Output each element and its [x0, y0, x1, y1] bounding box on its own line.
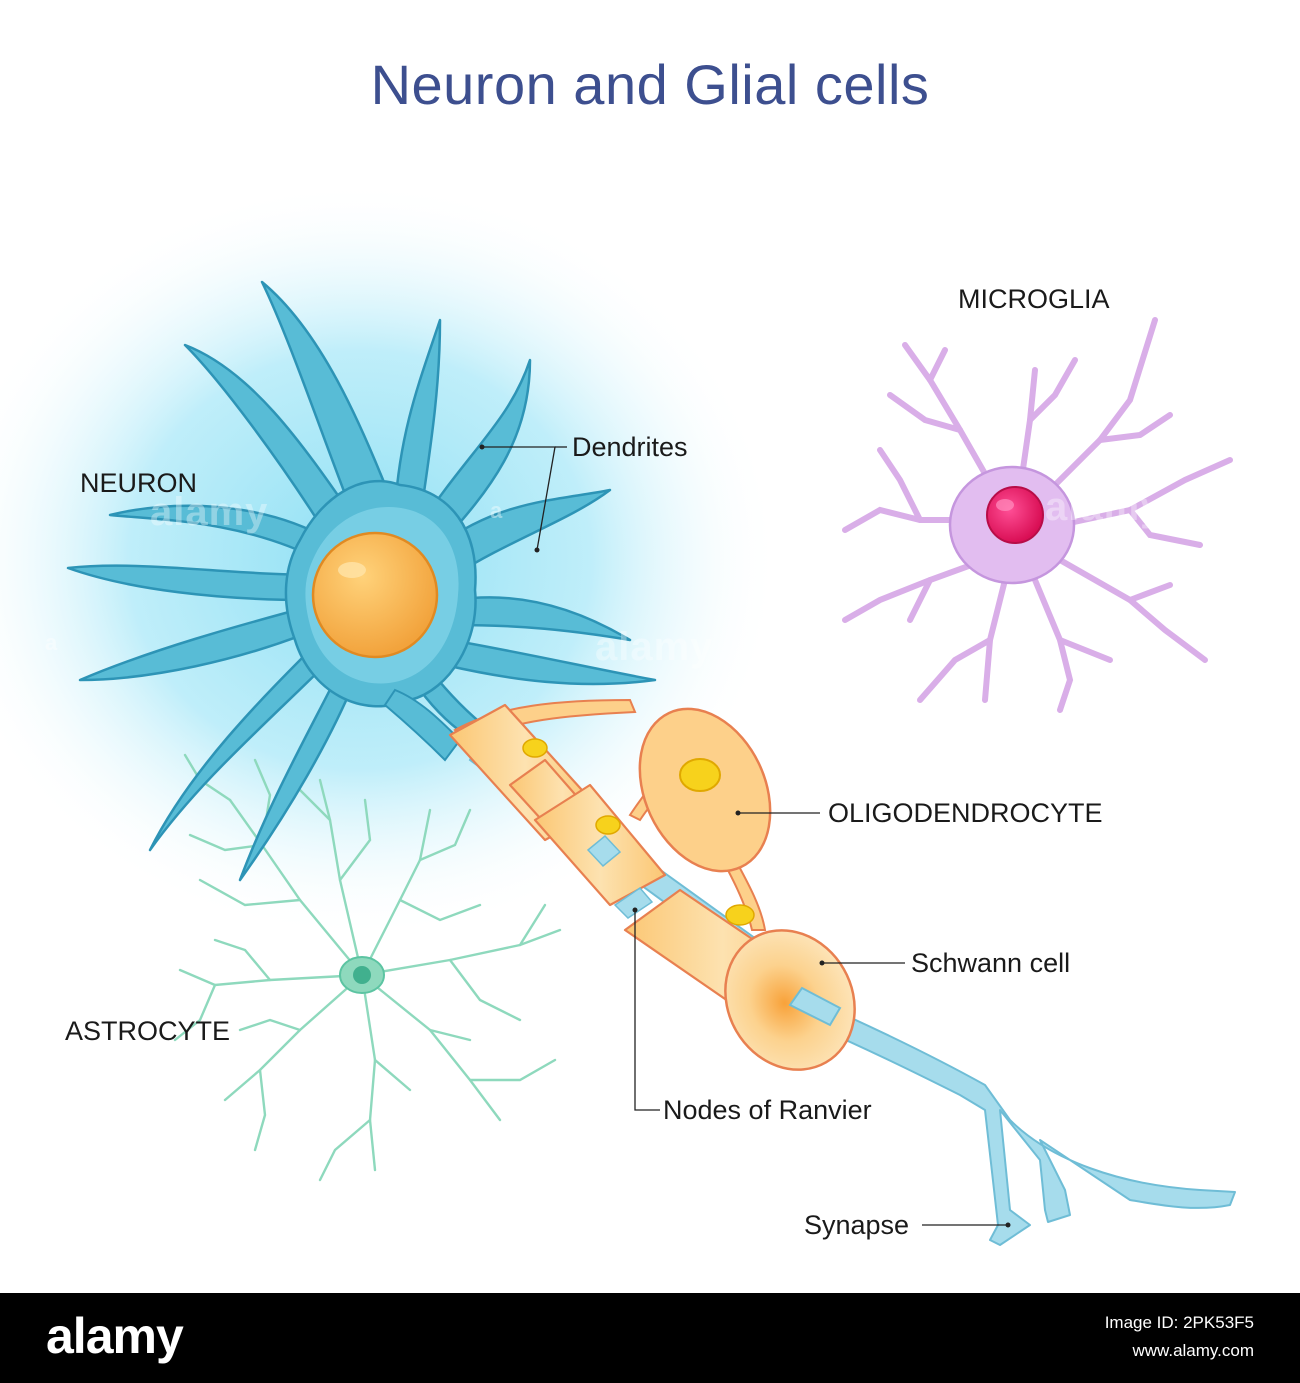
leader-nodes [634, 910, 660, 1111]
nucleus-highlight [338, 562, 366, 578]
neuron-dendrites [66, 280, 657, 882]
microglia-nucleus-highlight [996, 499, 1014, 511]
leader-dots [479, 444, 1011, 1228]
footer-url[interactable]: www.alamy.com [1132, 1341, 1254, 1360]
myelin-nucleus-2 [595, 815, 621, 835]
myelin-nucleus-3 [725, 904, 755, 926]
label-nodes-of-ranvier: Nodes of Ranvier [663, 1095, 872, 1125]
leader-lines [482, 446, 1008, 1226]
stock-footer: alamy Image ID: 2PK53F5 www.alamy.com [0, 1293, 1300, 1383]
watermark-letter-1: a [490, 498, 503, 523]
label-astrocyte: ASTROCYTE [65, 1016, 231, 1046]
dot-nodes [632, 907, 638, 913]
label-oligodendrocyte: OLIGODENDROCYTE [828, 798, 1103, 828]
dot-dendrites-2 [534, 547, 540, 553]
watermark-3: alamy [1045, 485, 1164, 529]
label-synapse: Synapse [804, 1210, 910, 1240]
neuron-glial-illustration [0, 180, 1236, 1246]
oligodendrocyte-nucleus [679, 758, 721, 792]
axon-hillock [383, 688, 462, 762]
diagram-canvas: Neuron and Glial cells NEURON Dendrites … [0, 53, 1236, 1246]
astrocyte-nucleus [353, 966, 371, 984]
page-title: Neuron and Glial cells [370, 53, 930, 116]
dot-synapse [1005, 1222, 1011, 1228]
nodes-of-ranvier-gaps [586, 834, 654, 919]
axon-exit [788, 986, 842, 1027]
label-neuron: NEURON [80, 468, 198, 498]
footer-brand-logo: alamy [46, 1308, 184, 1364]
watermark-2: alamy [595, 625, 714, 669]
dot-dendrites-1 [479, 444, 485, 450]
neuron-nucleus [311, 531, 439, 659]
footer-image-id: Image ID: 2PK53F5 [1104, 1313, 1254, 1332]
dot-oligodendrocyte [735, 810, 741, 816]
axon-terminal [789, 994, 1236, 1246]
astrocyte-cell [173, 753, 562, 1182]
label-microglia: MICROGLIA [958, 284, 1110, 314]
label-schwann-cell: Schwann cell [911, 948, 1071, 978]
myelin-nucleus-1 [522, 738, 548, 758]
microglia-nucleus [986, 486, 1044, 544]
dot-schwann [819, 960, 825, 966]
watermark-letter-3: a [940, 630, 953, 655]
watermark-letter-2: a [45, 630, 58, 655]
label-dendrites: Dendrites [572, 432, 688, 462]
microglia-processes [842, 317, 1233, 713]
watermark-1: alamy [150, 490, 269, 534]
